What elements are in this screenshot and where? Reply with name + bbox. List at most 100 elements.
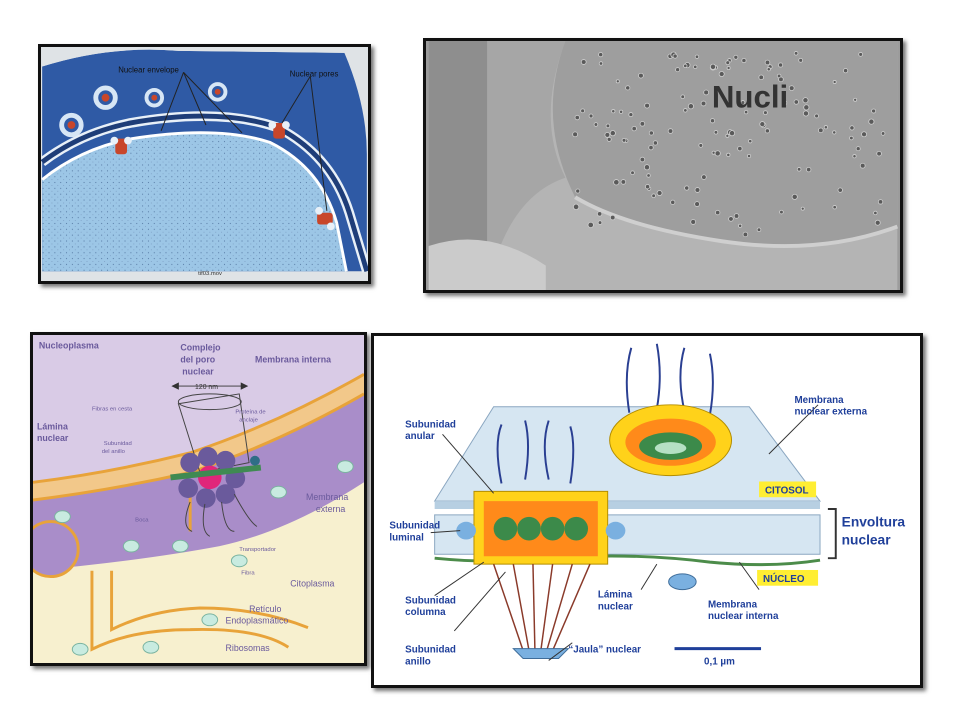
pore-dot: [693, 64, 698, 70]
pore-dot: [572, 131, 578, 138]
pore-dot: [652, 140, 658, 146]
leader-lines: [430, 404, 819, 661]
pore-dot: [611, 109, 616, 114]
pore-dot: [690, 219, 697, 225]
label-membrana-int-1: Membrana: [708, 599, 758, 610]
pore-dot: [778, 76, 784, 83]
pore-dot: [859, 162, 866, 169]
ribosomes: [54, 460, 354, 656]
pore-dot: [738, 223, 743, 228]
pore-dot: [793, 99, 799, 105]
pore-dot: [728, 216, 734, 222]
pore-dot: [630, 170, 635, 175]
pore-dot: [598, 61, 604, 66]
pore-dot: [672, 53, 678, 59]
label-proteina-2: anclaje: [239, 417, 258, 423]
pore-dot: [615, 79, 620, 84]
pore-dot: [575, 188, 581, 194]
pore-dot: [748, 139, 753, 144]
label-transportador: Transportador: [239, 547, 276, 553]
pore-dot: [631, 125, 637, 132]
nuclear-surface: [552, 41, 898, 247]
pore-dot: [823, 125, 828, 130]
pore-dot: [802, 97, 809, 104]
pore-dot: [609, 130, 616, 137]
pore-dot: [849, 135, 854, 141]
pore-cut-view: [456, 490, 626, 565]
label-complejo-3: nuclear: [182, 366, 214, 376]
pore-dot: [606, 136, 612, 142]
label-fibras-cesta: Fibras en cesta: [92, 407, 133, 413]
pore-dot: [620, 179, 627, 185]
label-boca: Boca: [135, 518, 149, 524]
pore-dot: [779, 209, 784, 215]
micrograph-title: Nucli: [712, 79, 788, 114]
pore-dot: [737, 145, 743, 152]
pore-dot: [858, 52, 863, 57]
pore-dot: [818, 127, 824, 134]
pore-dot: [597, 220, 603, 225]
pore-top-view: [609, 404, 733, 477]
pore-dot: [609, 214, 616, 221]
pore-dot: [729, 130, 736, 137]
pore-dot: [700, 100, 707, 107]
pore-dot: [837, 187, 843, 193]
label-lamina-2: nuclear: [598, 601, 633, 612]
label-fibra: Fibra: [241, 571, 255, 577]
transporter: [198, 465, 222, 490]
pore-dot: [715, 209, 721, 216]
pore-dot: [758, 74, 764, 81]
pore-dot: [670, 199, 676, 205]
nucleo-tag: [757, 569, 819, 586]
pore-dot: [793, 51, 799, 56]
pore-dot: [725, 133, 730, 138]
pore-ring: [144, 87, 165, 108]
pore-complex-diagram: Nucleoplasma Complejo del poro nuclear 1…: [33, 335, 364, 663]
pore-dot: [593, 122, 599, 127]
pore-dot: [741, 57, 747, 64]
pore-dot: [574, 114, 580, 121]
label-reticulo-2: Endoplasmático: [226, 616, 289, 626]
pore-dot: [645, 184, 651, 190]
video-caption: tif03.mov: [198, 271, 222, 277]
pore-dot: [868, 118, 875, 125]
pore-dot: [648, 144, 654, 151]
inner-membrane-band: [33, 374, 364, 500]
label-reticulo-1: Retículo: [249, 604, 281, 614]
pore-dot: [619, 109, 624, 114]
label-citoplasma: Citoplasma: [290, 578, 334, 588]
pore-dot: [802, 110, 809, 117]
label-anillo-1: Subunidad: [405, 645, 456, 656]
label-jaula: “Jaula” nuclear: [568, 645, 641, 656]
pore-dot: [656, 190, 663, 196]
label-complejo-2: del poro: [180, 354, 215, 364]
pore-dot: [764, 128, 770, 134]
pore-dots: [572, 51, 886, 238]
pore-dot: [648, 130, 654, 136]
nuclear-pore: [268, 121, 290, 139]
pore-dot: [800, 206, 805, 211]
pore-dot: [625, 85, 631, 91]
pore-dot: [759, 121, 766, 128]
label-citosol: CITOSOL: [765, 485, 809, 496]
pore-dot: [684, 185, 690, 191]
pore-dot: [580, 59, 587, 65]
pore-dot: [746, 153, 752, 159]
pore-dot: [877, 199, 884, 205]
pore-dot: [667, 128, 674, 134]
panel-nuclear-envelope-illustration: Nuclear envelope Nuclear pores tif03.mov: [38, 44, 371, 284]
pore-dot: [766, 67, 771, 72]
pore-dot: [605, 123, 611, 129]
pore-dot: [740, 100, 746, 105]
label-scale-120nm: 120 nm: [195, 384, 218, 391]
envoltura-diagram: Subunidad anular Membrana nuclear extern…: [375, 336, 919, 685]
label-subunidad-1: Subunidad: [104, 441, 132, 447]
pore-dot: [718, 71, 725, 77]
pore-dot: [782, 100, 788, 106]
pore-dot: [613, 179, 620, 186]
label-columna-1: Subunidad: [405, 595, 456, 606]
label-columna-2: columna: [405, 607, 446, 618]
pore-dot: [832, 205, 837, 210]
pore-dot: [788, 85, 795, 91]
pore-dot: [756, 227, 762, 232]
